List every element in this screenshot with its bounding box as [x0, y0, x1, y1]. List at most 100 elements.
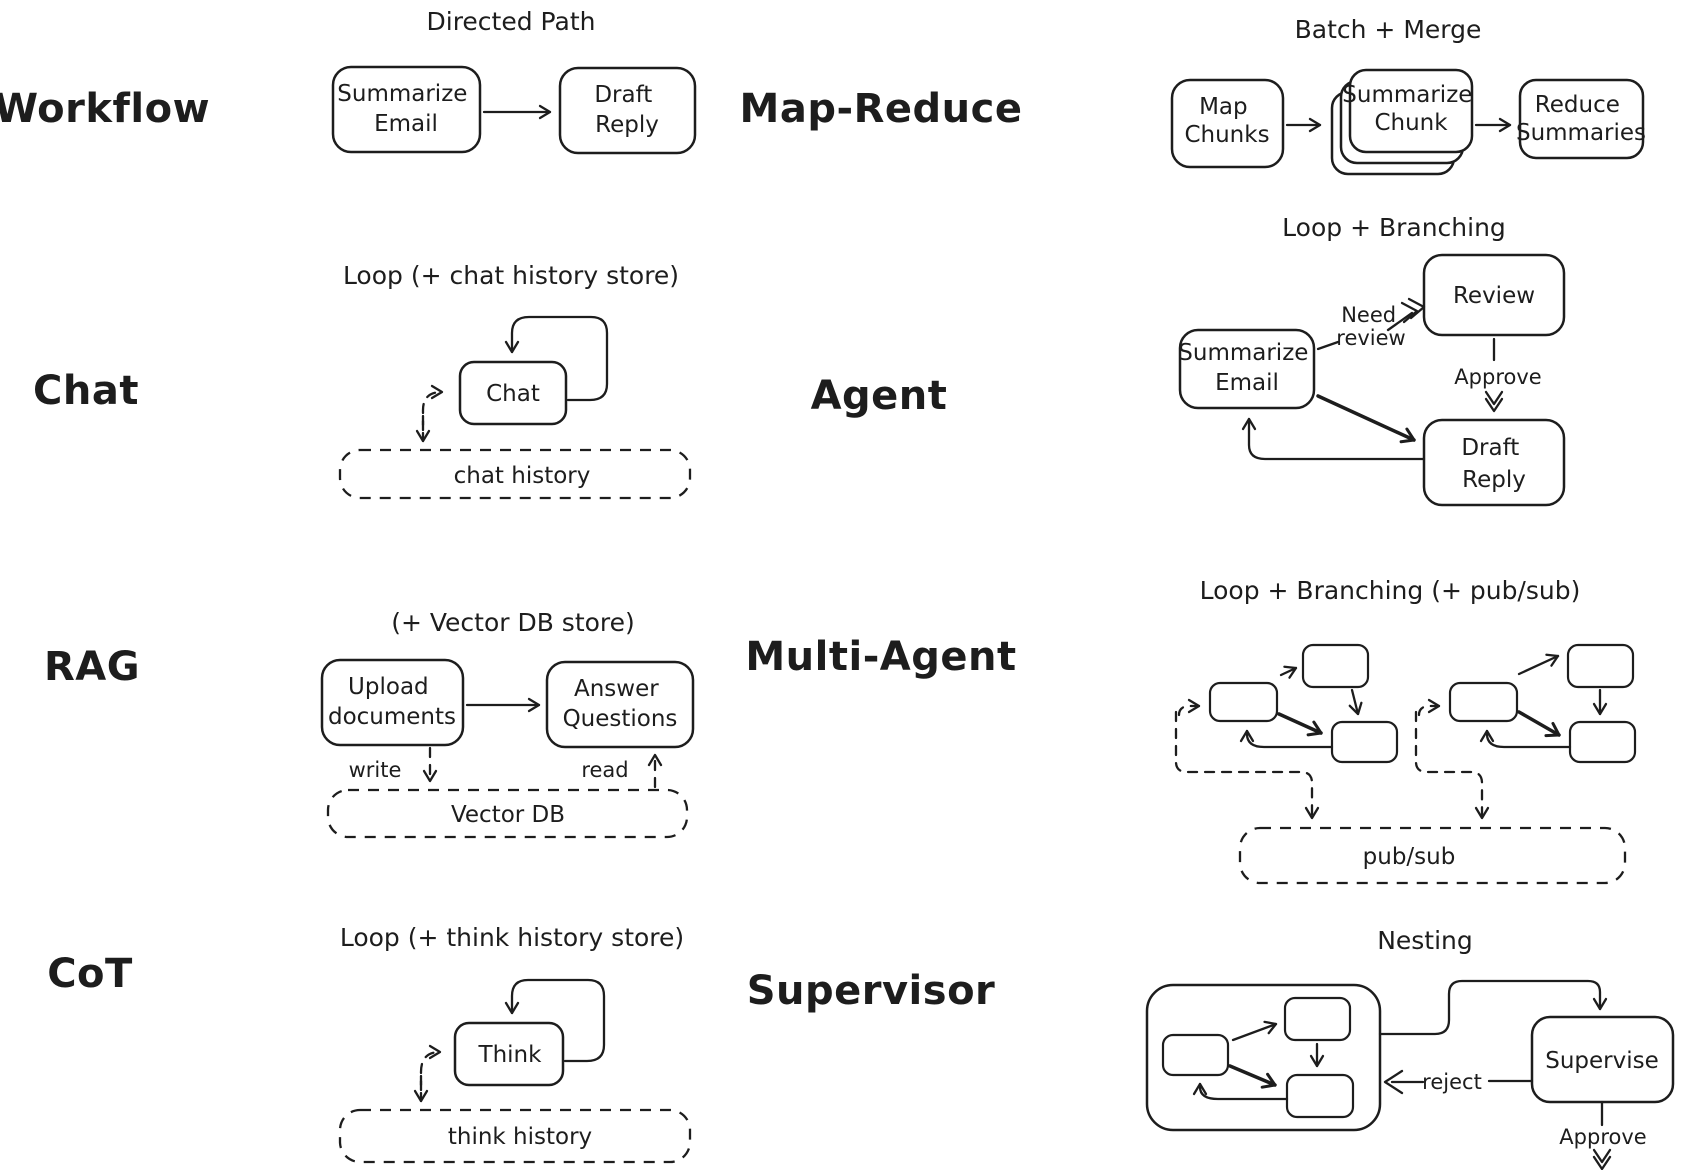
multi-agent-title: Loop + Branching (+ pub/sub) [1200, 576, 1581, 605]
supervisor-approve-arrowhead-1 [1592, 1148, 1612, 1164]
multi-agent-left-arrow-ac [1277, 712, 1323, 737]
workflow-node-draft-reply-label: Draft Reply [594, 82, 659, 138]
cot-loop-arrow [504, 978, 606, 1063]
map-reduce-node-reduce-summaries [1518, 78, 1645, 160]
agent-approve-label: Approve [1454, 365, 1541, 389]
multi-agent-left-loop-arrow [1239, 729, 1334, 749]
multi-agent-left-arrow-ab [1279, 665, 1298, 679]
cot-history-store [338, 1108, 692, 1164]
pattern-supervisor: Supervisor Nesting Supervise reject Appr… [747, 926, 1675, 1170]
map-reduce-node-map-chunks-label: Map Chunks [1184, 94, 1269, 148]
multi-agent-left-node-b [1301, 643, 1370, 689]
multi-agent-right-node-b [1566, 643, 1635, 689]
agent-need-review-arrowhead-2 [1407, 297, 1426, 320]
multi-agent-right-node-a [1448, 681, 1519, 723]
agent-need-review-label: Need review [1336, 303, 1405, 350]
agent-node-review-label: Review [1453, 283, 1535, 309]
multi-agent-left-arrow-bc [1348, 688, 1363, 716]
cot-history-store-label: think history [448, 1124, 592, 1150]
workflow-title: Directed Path [427, 7, 596, 36]
rag-node-answer-questions [545, 660, 695, 749]
agent-node-summarize-email-label: Summarize Email [1178, 340, 1315, 396]
pattern-chat: Chat Loop (+ chat history store) Chat ch… [33, 261, 692, 500]
workflow-label: Workflow [0, 86, 210, 132]
pattern-multi-agent: Multi-Agent Loop + Branching (+ pub/sub) [745, 576, 1637, 885]
agent-approve-arrowhead-1 [1484, 390, 1504, 406]
multi-agent-right-loop-arrow [1479, 729, 1572, 749]
multi-agent-left-entry-arrow [1177, 698, 1201, 717]
chat-title: Loop (+ chat history store) [343, 261, 679, 290]
pattern-rag: RAG (+ Vector DB store) Upload documents… [44, 608, 695, 839]
multi-agent-left-node-c [1330, 720, 1399, 764]
map-reduce-node-summarize-chunk [1348, 68, 1474, 154]
agent-approve-arrowhead-2 [1484, 397, 1504, 413]
agent-node-review [1422, 253, 1566, 337]
multi-agent-right-arrow-ab [1517, 653, 1560, 676]
supervisor-node-supervise-label: Supervise [1545, 1048, 1659, 1074]
chat-node [458, 360, 568, 426]
supervisor-reject-label: reject [1422, 1070, 1482, 1094]
map-reduce-node-reduce-summaries-label: Reduce Summaries [1516, 92, 1646, 146]
pattern-workflow: Workflow Directed Path Summarize Email D… [0, 7, 697, 155]
chat-label: Chat [33, 368, 139, 414]
agent-node-draft-reply [1422, 418, 1566, 507]
multi-agent-right-entry-arrow [1417, 698, 1441, 717]
workflow-node-draft-reply [558, 66, 697, 155]
rag-node-upload-documents-label: Upload documents [328, 674, 456, 730]
chat-loop-arrow [504, 315, 609, 402]
map-reduce-title: Batch + Merge [1295, 15, 1482, 44]
multi-agent-label: Multi-Agent [745, 634, 1016, 680]
supervisor-reject-arrowhead [1383, 1069, 1404, 1095]
supervisor-inner-arrow-ab [1231, 1020, 1278, 1042]
supervisor-inner-loop-arrow [1192, 1082, 1289, 1101]
multi-agent-right-arrow-ac [1517, 710, 1561, 738]
cot-node [453, 1021, 565, 1087]
agent-need-review-tick [1316, 340, 1340, 351]
supervisor-elbow-arrow [1378, 979, 1608, 1036]
multi-agent-pubsub-store [1238, 826, 1627, 885]
pattern-cot: CoT Loop (+ think history store) Think t… [47, 923, 692, 1164]
pattern-map-reduce: Map-Reduce Batch + Merge Map Chunks Summ… [740, 15, 1646, 176]
agent-need-review-arrow [1386, 311, 1414, 332]
agent-node-draft-reply-label: Draft Reply [1461, 435, 1526, 493]
cot-store-read-arrow [419, 1044, 442, 1092]
chat-store-read-arrow [421, 384, 444, 432]
pattern-agent: Agent Loop + Branching Review Summarize … [811, 213, 1566, 507]
multi-agent-left-node-a [1208, 681, 1279, 723]
rag-node-answer-questions-label: Answer Questions [563, 676, 678, 732]
multi-agent-left-pubsub-arrow [1174, 710, 1320, 820]
agent-label: Agent [811, 373, 948, 419]
agent-draft-arrow [1316, 394, 1416, 444]
supervisor-approve-arrowhead-2 [1592, 1155, 1612, 1170]
cot-title: Loop (+ think history store) [340, 923, 684, 952]
rag-node-upload-documents [320, 658, 465, 747]
supervisor-inner-node-c [1285, 1073, 1355, 1119]
workflow-node-summarize-email [331, 65, 482, 154]
agent-loop-return-arrow [1241, 417, 1426, 461]
cot-label: CoT [47, 951, 133, 997]
supervisor-approve-label: Approve [1559, 1125, 1646, 1149]
agent-title: Loop + Branching [1282, 213, 1506, 242]
supervisor-label: Supervisor [747, 968, 996, 1014]
chat-history-store [338, 448, 692, 500]
chat-node-label: Chat [486, 381, 540, 407]
workflow-node-summarize-email-label: Summarize Email [337, 81, 474, 137]
agent-node-summarize-email [1178, 328, 1316, 410]
supervisor-inner-node-a [1161, 1033, 1230, 1077]
multi-agent-right-node-c [1568, 720, 1637, 764]
rag-label: RAG [44, 644, 140, 690]
supervisor-inner-arrow-ac [1228, 1064, 1277, 1089]
agent-need-review-arrowhead-1 [1400, 301, 1419, 324]
multi-agent-pubsub-store-label: pub/sub [1363, 844, 1456, 870]
cot-node-label: Think [478, 1042, 543, 1068]
map-reduce-node-map-chunks [1170, 78, 1285, 169]
chat-history-store-label: chat history [454, 463, 591, 489]
rag-vector-db-store-label: Vector DB [451, 802, 565, 828]
map-reduce-label: Map-Reduce [740, 86, 1023, 132]
map-reduce-node-summarize-chunk-label: Summarize Chunk [1342, 82, 1479, 136]
rag-write-label: write [349, 758, 402, 782]
supervisor-inner-node-b [1283, 996, 1352, 1042]
rag-title: (+ Vector DB store) [391, 608, 635, 637]
